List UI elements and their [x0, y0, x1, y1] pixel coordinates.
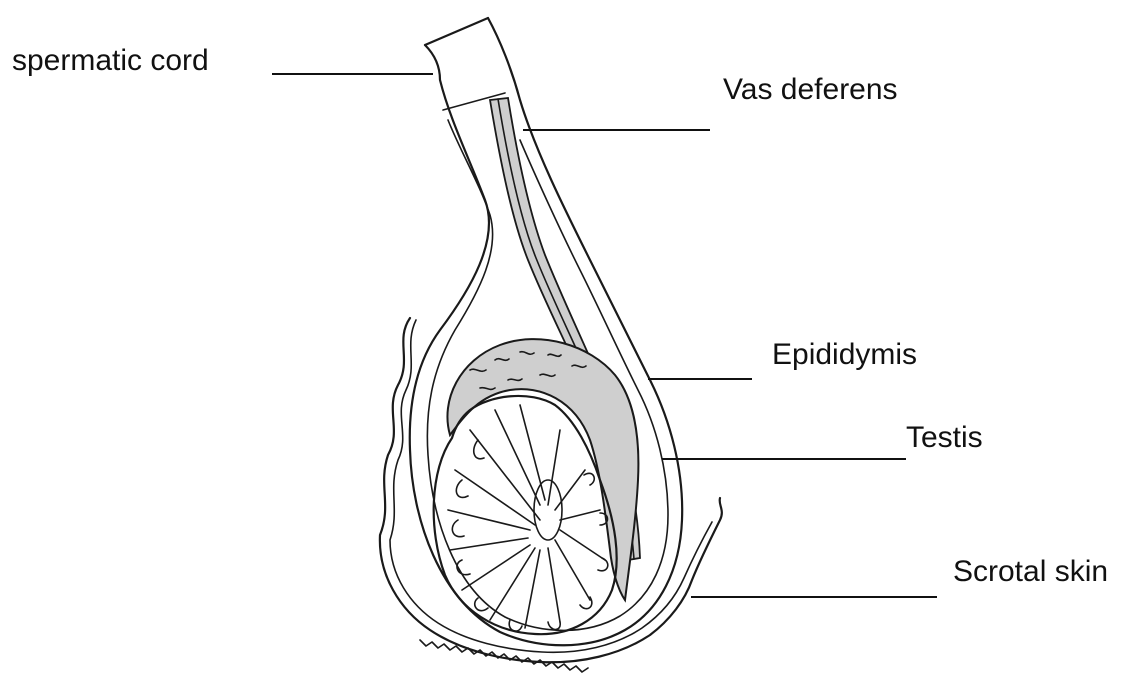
label-scrotal-skin: Scrotal skin	[953, 557, 1108, 587]
label-testis: Testis	[906, 423, 983, 453]
label-epididymis: Epididymis	[772, 340, 917, 370]
epididymis-shape	[447, 339, 638, 600]
spermatic-cord-shape	[410, 18, 682, 645]
label-spermatic-cord: spermatic cord	[12, 46, 209, 76]
label-vas-deferens: Vas deferens	[723, 75, 898, 105]
